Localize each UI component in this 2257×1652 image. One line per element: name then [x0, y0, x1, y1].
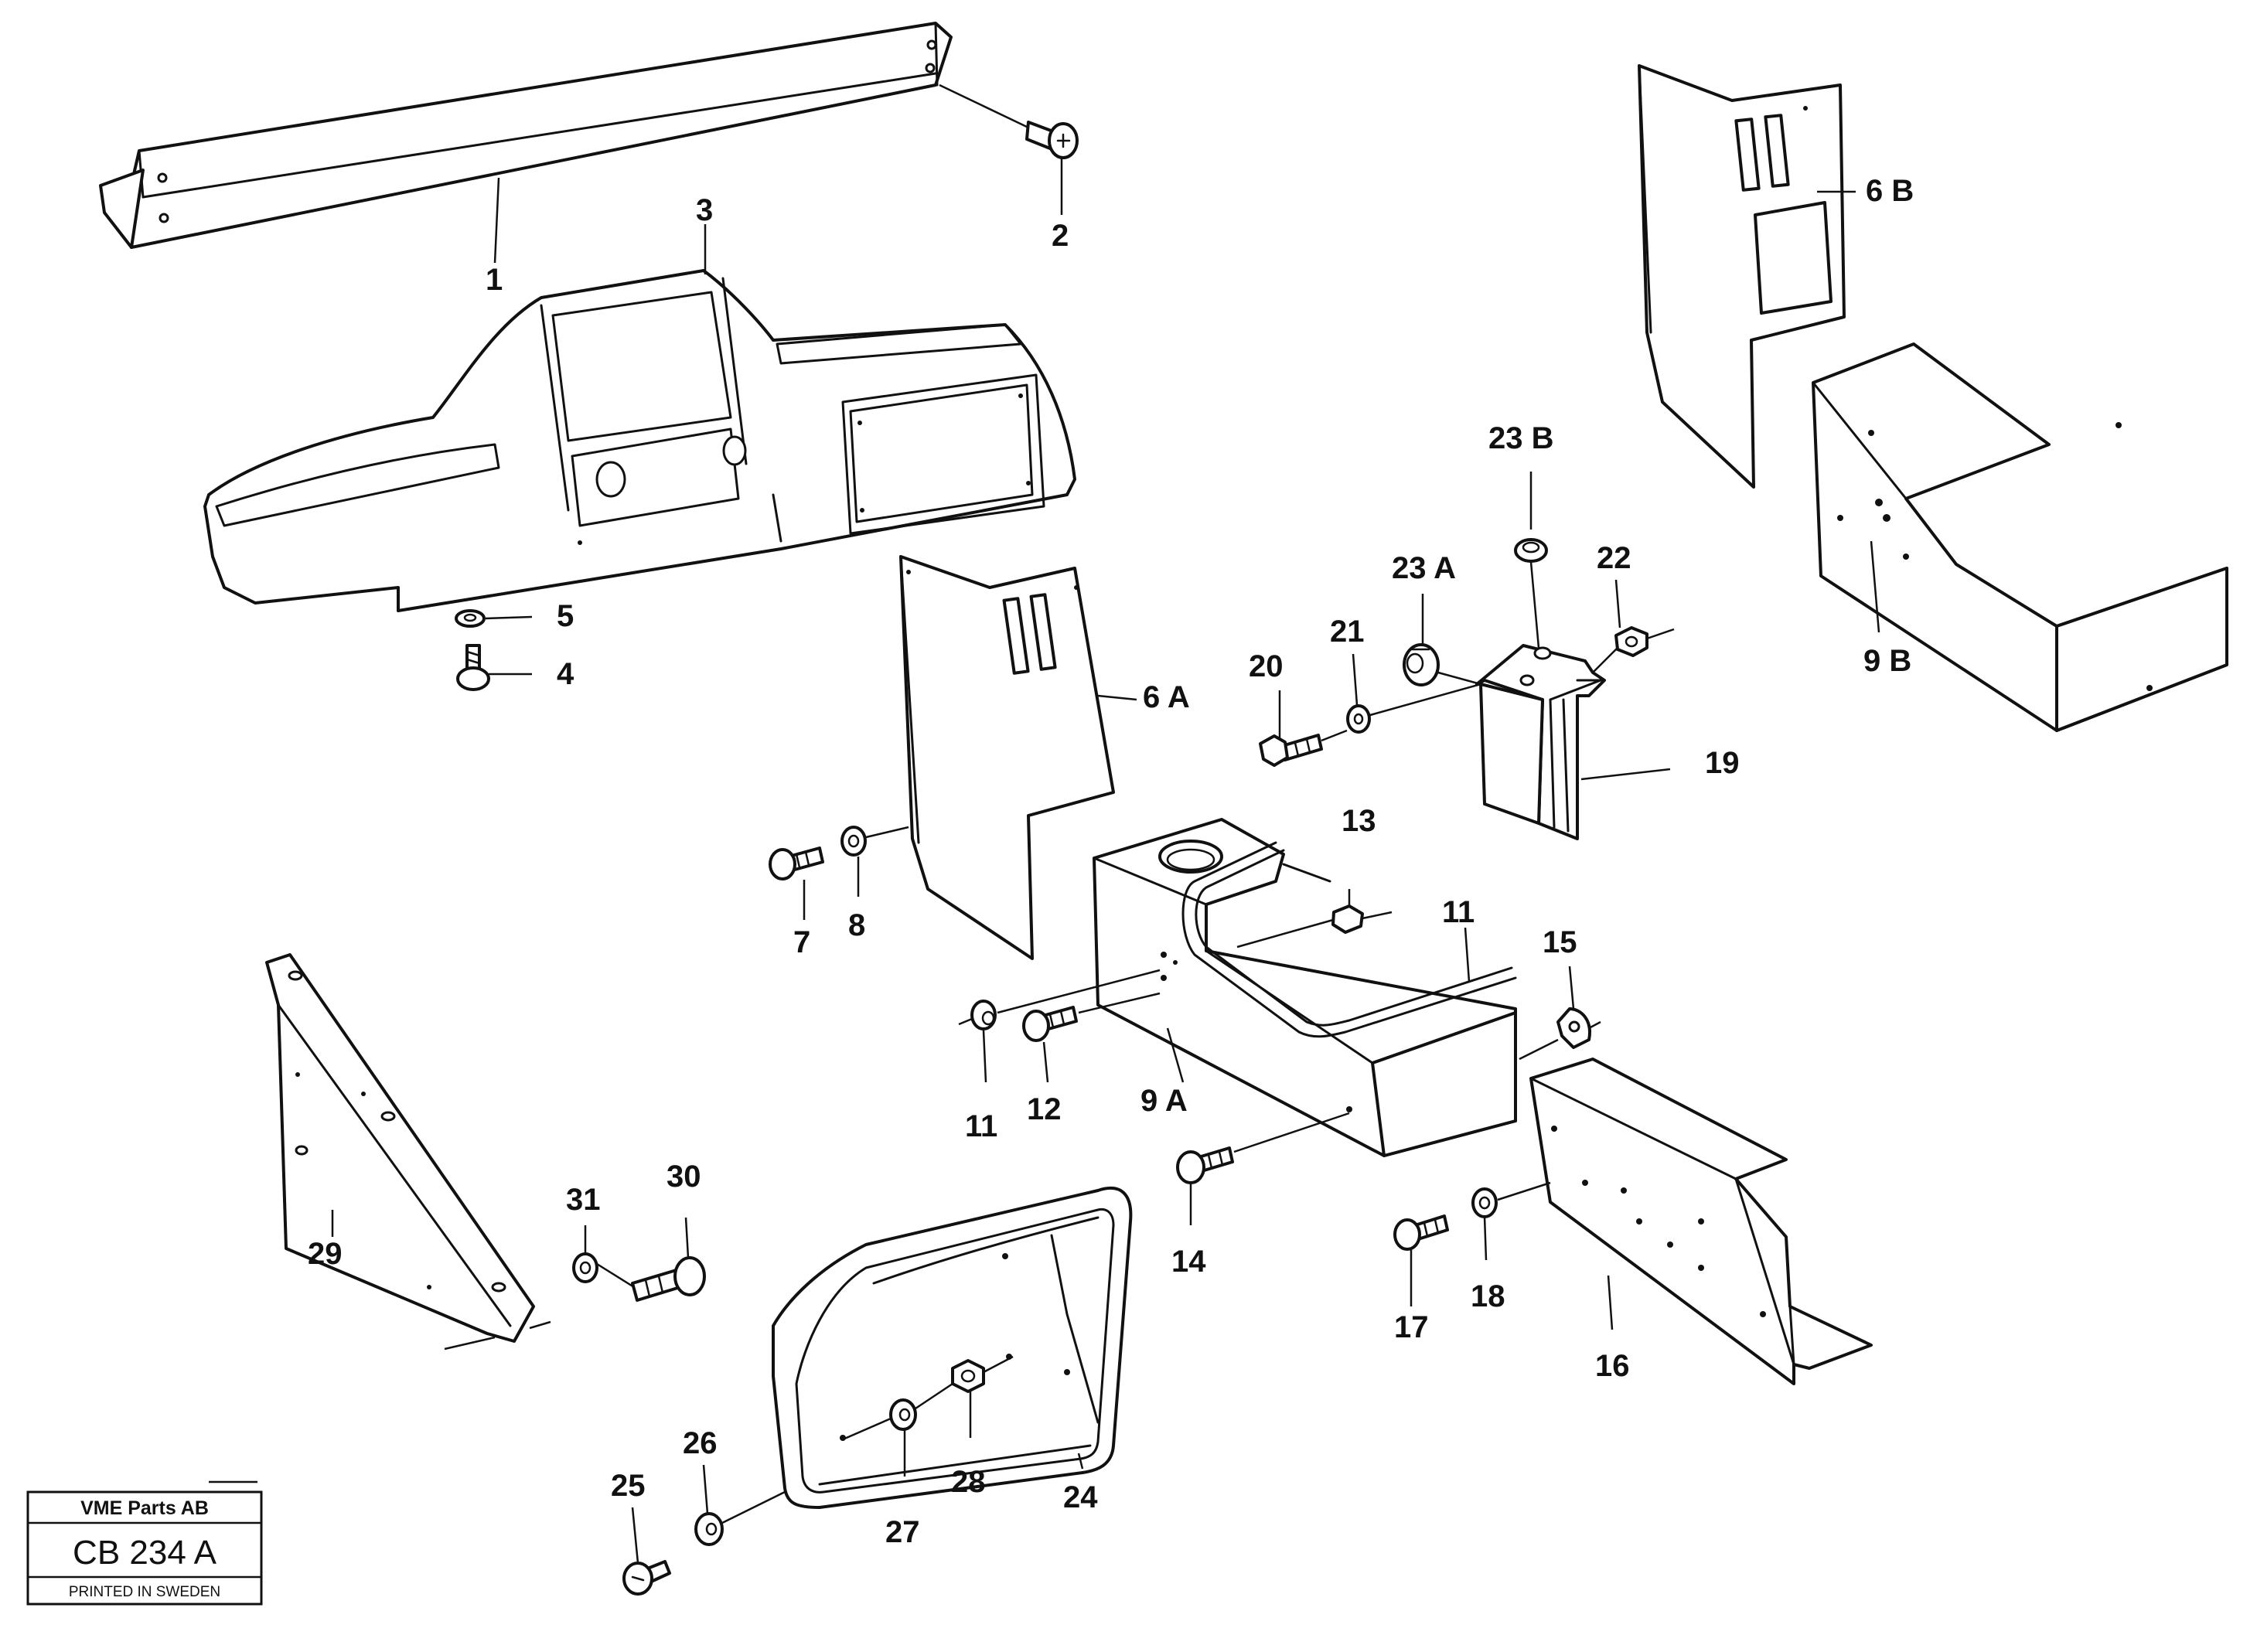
callout-6b: 6 B [1866, 174, 1914, 208]
part-27-washer [842, 1382, 953, 1441]
callout-9b: 9 B [1863, 644, 1911, 678]
part-21-washer [1346, 704, 1371, 734]
callout-2: 2 [1052, 219, 1069, 253]
callout-22: 22 [1597, 541, 1631, 575]
callout-4: 4 [557, 657, 574, 691]
part-16-bracket [1529, 1058, 1873, 1385]
part-8-washer [840, 826, 867, 857]
part-20-bolt [1259, 734, 1323, 767]
part-26-washer [694, 1490, 786, 1546]
part-13-nut [1236, 904, 1393, 949]
title-stamp: VME Parts AB CB 234 A PRINTED IN SWEDEN [26, 1480, 263, 1606]
part-6b-side-panel [1638, 64, 1846, 489]
part-12-bolt [1022, 1006, 1078, 1042]
callout-6a: 6 A [1143, 680, 1190, 714]
callout-3: 3 [696, 193, 713, 227]
callout-20: 20 [1249, 649, 1284, 683]
part-19-mount-bracket [1475, 644, 1606, 840]
callout-23b: 23 B [1488, 421, 1554, 455]
callout-23a: 23 A [1392, 551, 1456, 585]
callout-18: 18 [1471, 1279, 1505, 1313]
part-11-bracket-rod [1181, 841, 1517, 1038]
callout-16: 16 [1595, 1349, 1630, 1383]
part-4-bolt [456, 644, 490, 691]
callout-8: 8 [848, 908, 865, 942]
part-9b-large-bracket [1812, 342, 2228, 732]
callout-25: 25 [611, 1469, 646, 1503]
part-6a-side-panel [899, 555, 1115, 960]
callout-9a: 9 A [1140, 1084, 1188, 1118]
callout-31: 31 [566, 1183, 601, 1217]
callout-24: 24 [1063, 1480, 1098, 1514]
callout-26: 26 [683, 1426, 718, 1460]
callout-29: 29 [308, 1237, 343, 1271]
part-24-tray [772, 1186, 1133, 1509]
part-18-washer [1471, 1187, 1498, 1218]
part-17-screw [1393, 1214, 1449, 1251]
callout-30: 30 [667, 1160, 701, 1194]
callout-17: 17 [1394, 1310, 1429, 1344]
callout-1: 1 [486, 263, 503, 297]
stamp-printed: PRINTED IN SWEDEN [69, 1584, 220, 1600]
callout-21: 21 [1330, 615, 1365, 649]
part-11-grommet [970, 1000, 997, 1030]
stamp-company: VME Parts AB [80, 1497, 209, 1519]
part-30-bolt [631, 1256, 706, 1302]
part-9a-console-box [1093, 818, 1517, 1157]
part-23a-grommet [1403, 643, 1440, 686]
part-29-triangle-bracket [265, 953, 551, 1351]
callout-19: 19 [1705, 746, 1740, 780]
part-7-screw [769, 846, 824, 880]
part-3-dashboard [203, 269, 1076, 612]
callout-15: 15 [1543, 925, 1577, 959]
callout-11-grommet: 11 [965, 1109, 997, 1143]
part-1-dash-top-rail [99, 22, 953, 249]
callout-28: 28 [951, 1465, 986, 1499]
callout-12: 12 [1027, 1092, 1062, 1126]
part-25-screw [622, 1560, 671, 1596]
part-22-nut [1614, 626, 1648, 657]
part-15-clip [1519, 1007, 1601, 1061]
part-2-screw [939, 83, 1079, 159]
stamp-code: CB 234 A [73, 1534, 217, 1572]
callout-14: 14 [1171, 1245, 1206, 1279]
part-5-washer [455, 609, 486, 628]
part-23b-grommet [1514, 538, 1548, 563]
callout-13: 13 [1342, 804, 1376, 838]
callout-27: 27 [885, 1515, 920, 1549]
callout-11-rod: 11 [1442, 895, 1475, 929]
part-31-washer [572, 1252, 598, 1283]
part-14-screw [1176, 1112, 1350, 1184]
callout-7: 7 [793, 925, 810, 959]
callout-5: 5 [557, 599, 574, 633]
